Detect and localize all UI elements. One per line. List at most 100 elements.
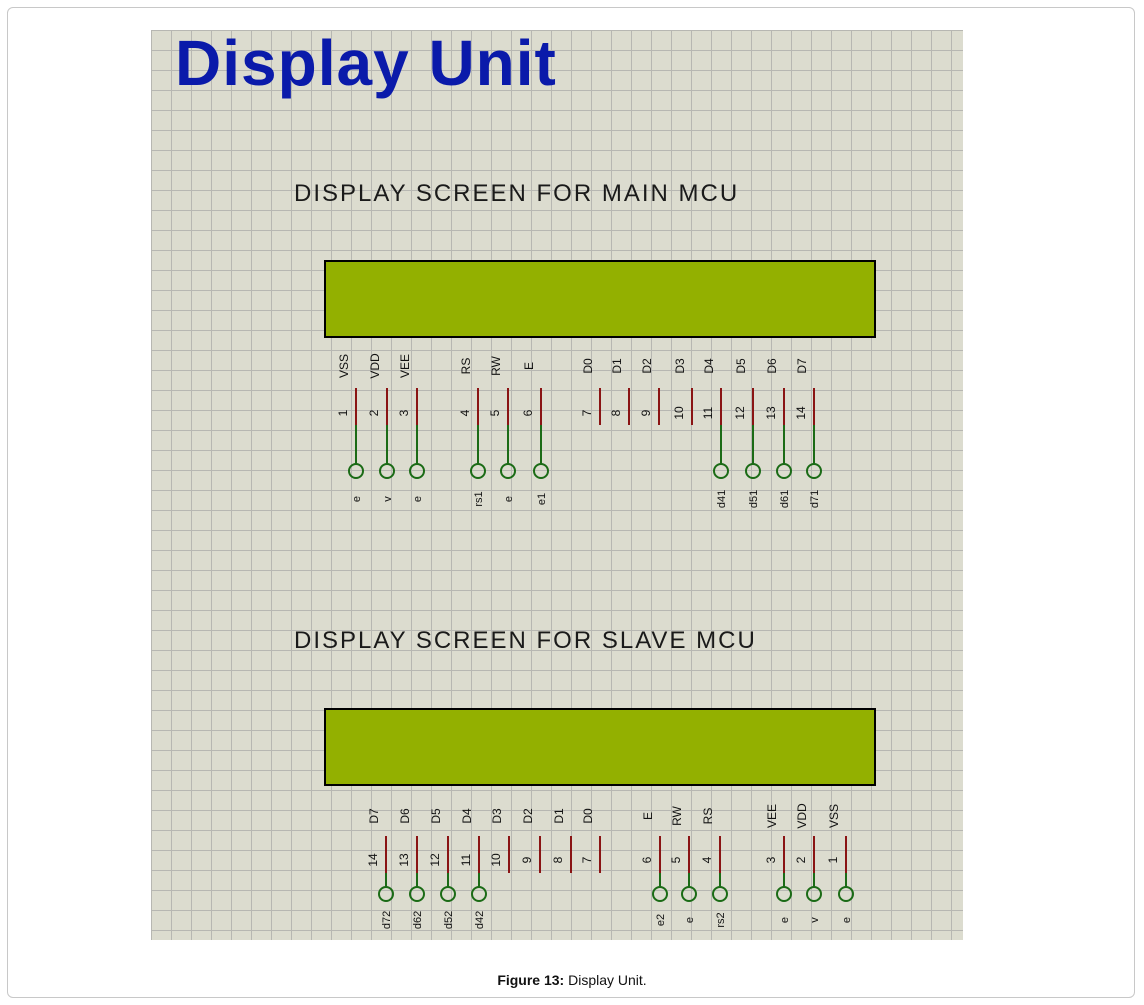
slave-terminal-2 <box>806 886 822 902</box>
slave-net-label-14: d72 <box>381 911 393 929</box>
slave-pin-number-7: 7 <box>580 856 594 863</box>
schematic-canvas: Display Unit DISPLAY SCREEN FOR MAIN MCU… <box>151 30 963 940</box>
main-net-label-6: e1 <box>536 493 548 505</box>
main-pin-name-7: D0 <box>581 358 595 374</box>
slave-terminal-4 <box>712 886 728 902</box>
slave-net-label-4: rs2 <box>715 912 727 927</box>
main-pin-name-14: D7 <box>795 358 809 374</box>
slave-net-label-13: d62 <box>412 911 424 929</box>
main-pin-number-5: 5 <box>488 409 502 416</box>
slave-terminal-3 <box>776 886 792 902</box>
main-pin-number-1: 1 <box>336 409 350 416</box>
slave-terminal-13 <box>409 886 425 902</box>
main-pin-number-13: 13 <box>764 406 778 420</box>
main-pin-name-13: D6 <box>765 358 779 374</box>
main-lcd-screen <box>324 260 876 338</box>
main-pin-name-10: D3 <box>673 358 687 374</box>
main-net-label-4: rs1 <box>473 491 485 506</box>
slave-pin-name-13: D6 <box>398 808 412 824</box>
slave-pin-name-1: VSS <box>827 804 841 828</box>
main-terminal-3 <box>409 463 425 479</box>
main-terminal-1 <box>348 463 364 479</box>
main-display-heading: DISPLAY SCREEN FOR MAIN MCU <box>294 180 740 207</box>
slave-pin-name-5: RW <box>670 805 684 825</box>
main-pin-number-12: 12 <box>733 406 747 420</box>
main-pin-number-3: 3 <box>397 409 411 416</box>
slave-pin-number-6: 6 <box>640 856 654 863</box>
slave-terminal-11 <box>471 886 487 902</box>
slave-pin-name-2: VDD <box>795 803 809 829</box>
main-pin-number-10: 10 <box>672 406 686 420</box>
slave-pin-name-11: D4 <box>460 808 474 824</box>
main-terminal-4 <box>470 463 486 479</box>
slave-display-heading: DISPLAY SCREEN FOR SLAVE MCU <box>294 627 757 654</box>
slave-pin-number-12: 12 <box>428 853 442 867</box>
caption-text: Display Unit. <box>564 972 647 988</box>
slave-terminal-12 <box>440 886 456 902</box>
main-pin-number-6: 6 <box>521 409 535 416</box>
main-net-label-3: e <box>412 496 424 502</box>
main-terminal-6 <box>533 463 549 479</box>
slave-pin-number-8: 8 <box>551 856 565 863</box>
main-pin-number-14: 14 <box>794 406 808 420</box>
main-terminal-14 <box>806 463 822 479</box>
slave-net-label-1: e <box>841 917 853 923</box>
slave-pin-name-6: E <box>641 812 655 820</box>
slave-pin-number-2: 2 <box>794 856 808 863</box>
slave-pin-name-8: D1 <box>552 808 566 824</box>
main-terminal-11 <box>713 463 729 479</box>
slave-pin-number-10: 10 <box>489 853 503 867</box>
main-pin-number-9: 9 <box>639 409 653 416</box>
main-pin-number-4: 4 <box>458 409 472 416</box>
main-pin-number-7: 7 <box>580 409 594 416</box>
slave-net-label-12: d52 <box>443 911 455 929</box>
slave-pin-number-3: 3 <box>764 856 778 863</box>
figure-caption: Figure 13: Display Unit. <box>0 972 1144 988</box>
slave-pin-number-5: 5 <box>669 856 683 863</box>
slave-pin-number-13: 13 <box>397 853 411 867</box>
main-net-label-12: d51 <box>748 490 760 508</box>
slave-terminal-5 <box>681 886 697 902</box>
main-pin-number-8: 8 <box>609 409 623 416</box>
slave-pin-name-10: D3 <box>490 808 504 824</box>
slave-pin-number-9: 9 <box>520 856 534 863</box>
slave-net-label-11: d42 <box>474 911 486 929</box>
main-terminal-5 <box>500 463 516 479</box>
main-pin-name-4: RS <box>459 358 473 375</box>
diagram-title: Display Unit <box>175 30 557 99</box>
main-pin-name-12: D5 <box>734 358 748 374</box>
lcd-pin-connections: eVSS1vVDD2eVEE3rs1RS4eRW5e1E6D07D18D29D3… <box>336 353 854 929</box>
slave-pin-number-1: 1 <box>826 856 840 863</box>
main-net-label-2: v <box>382 496 394 502</box>
main-net-label-14: d71 <box>809 490 821 508</box>
caption-label: Figure 13: <box>497 972 565 988</box>
slave-pin-name-4: RS <box>701 808 715 825</box>
slave-pin-number-14: 14 <box>366 853 380 867</box>
main-net-label-11: d41 <box>716 490 728 508</box>
slave-terminal-14 <box>378 886 394 902</box>
slave-terminal-6 <box>652 886 668 902</box>
slave-pin-number-11: 11 <box>459 853 473 866</box>
slave-pin-name-3: VEE <box>765 804 779 828</box>
slave-pin-name-7: D0 <box>581 808 595 824</box>
main-pin-number-11: 11 <box>701 406 715 419</box>
main-net-label-13: d61 <box>779 490 791 508</box>
slave-pin-name-12: D5 <box>429 808 443 824</box>
slave-terminal-1 <box>838 886 854 902</box>
slave-net-label-2: v <box>809 917 821 923</box>
slave-net-label-5: e <box>684 917 696 923</box>
main-terminal-13 <box>776 463 792 479</box>
main-pin-number-2: 2 <box>367 409 381 416</box>
main-pin-name-3: VEE <box>398 354 412 378</box>
main-pin-name-1: VSS <box>337 354 351 378</box>
slave-net-label-3: e <box>779 917 791 923</box>
main-terminal-2 <box>379 463 395 479</box>
main-pin-name-11: D4 <box>702 358 716 374</box>
slave-net-label-6: e2 <box>655 914 667 926</box>
main-pin-name-6: E <box>522 362 536 370</box>
slave-lcd-screen <box>324 708 876 786</box>
main-net-label-1: e <box>351 496 363 502</box>
main-pin-name-2: VDD <box>368 353 382 379</box>
slave-pin-name-9: D2 <box>521 808 535 824</box>
slave-pin-number-4: 4 <box>700 856 714 863</box>
